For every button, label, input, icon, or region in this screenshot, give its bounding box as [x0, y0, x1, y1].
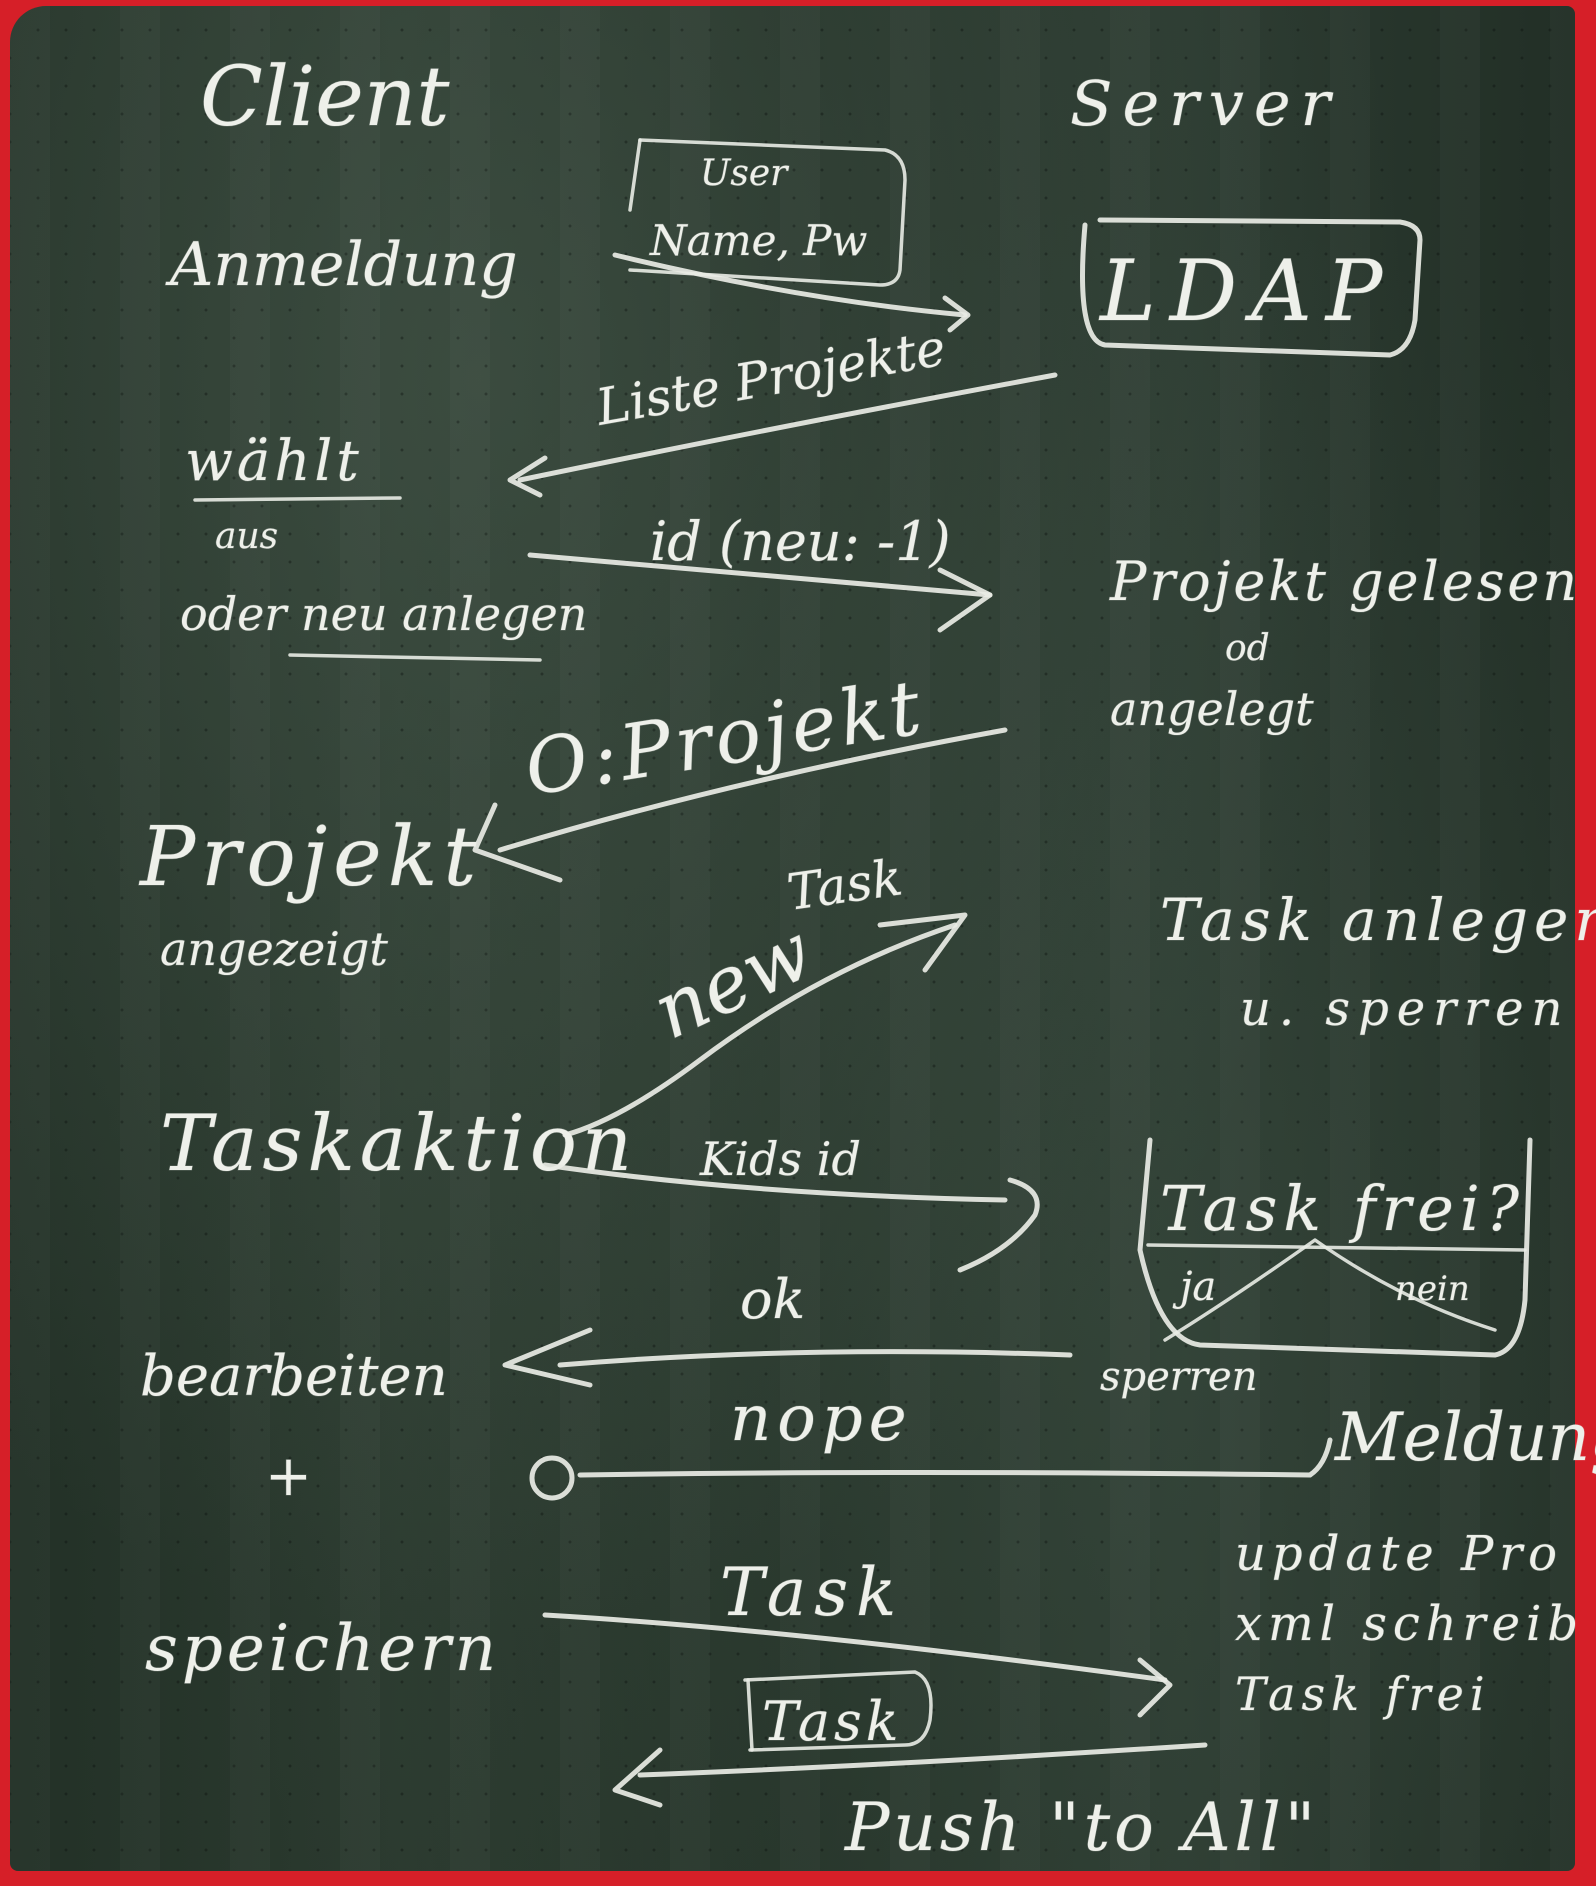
o-projekt-arrow-head [472, 802, 563, 883]
server-step-meldung: Meldung [1334, 1399, 1596, 1476]
message-ok: ok [740, 1268, 805, 1331]
liste-projekte-arrow-head [507, 455, 548, 498]
task-frei-decision-box [1137, 1137, 1533, 1358]
task-boxed-left-edge [746, 1678, 754, 1752]
credentials-box [628, 138, 907, 287]
server-step-task-frei: Task frei? [1160, 1172, 1525, 1245]
client-step-anmeldung: Anmeldung [165, 230, 518, 300]
blackboard [10, 6, 1575, 1871]
board-wipe-streaks [10, 6, 1575, 1871]
decision-ja: ja [1172, 1264, 1216, 1310]
message-push-to-all: Push "to All" [844, 1789, 1319, 1866]
login-arrow [612, 252, 968, 318]
id-arrow [527, 552, 993, 598]
server-step-update-pro: update Pro [1235, 1526, 1563, 1582]
server-column-header: Server [1070, 67, 1340, 140]
client-step-aus: aus [215, 516, 278, 557]
liste-projekte-arrow [517, 372, 1058, 483]
kids-id-arrow-tail [957, 1177, 1040, 1273]
client-step-oder-neu: oder neu anlegen [180, 587, 587, 641]
client-step-waehlt: wählt [185, 429, 363, 494]
server-step-task-frei-2: Task frei [1235, 1667, 1491, 1721]
id-arrow-head [937, 567, 993, 633]
server-step-od: od [1225, 628, 1270, 669]
nope-arrow-endpoint [529, 1455, 575, 1501]
message-id-neu: id (neu: -1) [650, 510, 951, 573]
new-task-arrow [562, 922, 958, 1138]
credentials-box-left-edge [628, 138, 642, 212]
server-step-xml-schreib: xml schreib [1235, 1596, 1584, 1652]
message-task-save: Task [720, 1554, 904, 1631]
server-step-task-anlegen: Task anlegen [1160, 886, 1596, 954]
save-task-arrow [542, 1612, 1168, 1683]
message-user-line1: User [700, 153, 789, 194]
server-step-angelegt: angelegt [1110, 682, 1314, 736]
server-step-projekt-gelesen: Projekt gelesen [1109, 550, 1580, 613]
client-step-plus: + [265, 1444, 312, 1509]
kids-id-arrow [542, 1162, 1008, 1203]
client-column-header: Client [200, 50, 451, 145]
message-nope: nope [730, 1382, 913, 1456]
push-arrow-head [612, 1747, 663, 1808]
client-step-projekt: Projekt [138, 810, 482, 905]
new-task-arrow-head [877, 912, 968, 973]
push-arrow [637, 1742, 1208, 1778]
task-boxed-frame [743, 1670, 933, 1752]
login-arrow-head [942, 295, 971, 333]
ok-arrow [557, 1349, 1073, 1368]
client-step-angezeigt: angezeigt [160, 922, 388, 976]
task-frei-branches [1163, 1238, 1497, 1342]
decision-nein: nein [1395, 1269, 1470, 1309]
message-task-label: Task [784, 848, 906, 921]
oder-neu-underline [288, 653, 542, 662]
ldap-box [1080, 217, 1423, 358]
save-task-arrow-head [1137, 1657, 1173, 1718]
ok-arrow-head [502, 1327, 593, 1388]
client-step-taskaktion: Taskaktion [160, 1099, 637, 1189]
client-step-speichern: speichern [145, 1612, 500, 1686]
server-step-u-sperren: u. sperren [1240, 981, 1570, 1037]
o-projekt-arrow [497, 727, 1008, 853]
message-kids-id: Kids id [699, 1132, 861, 1186]
client-step-bearbeiten: bearbeiten [140, 1344, 448, 1409]
nope-arrow [577, 1437, 1333, 1478]
message-task-boxed: Task [762, 1690, 902, 1753]
board-dot-texture [10, 6, 1575, 1871]
task-frei-divider [1146, 1243, 1527, 1252]
message-user-line2: Name, Pw [649, 216, 867, 265]
message-liste-projekte: Liste Projekte [591, 318, 950, 437]
server-step-sperren: sperren [1100, 1354, 1257, 1400]
server-step-ldap: LDAP [1098, 242, 1396, 340]
waehlt-underline [193, 496, 402, 502]
